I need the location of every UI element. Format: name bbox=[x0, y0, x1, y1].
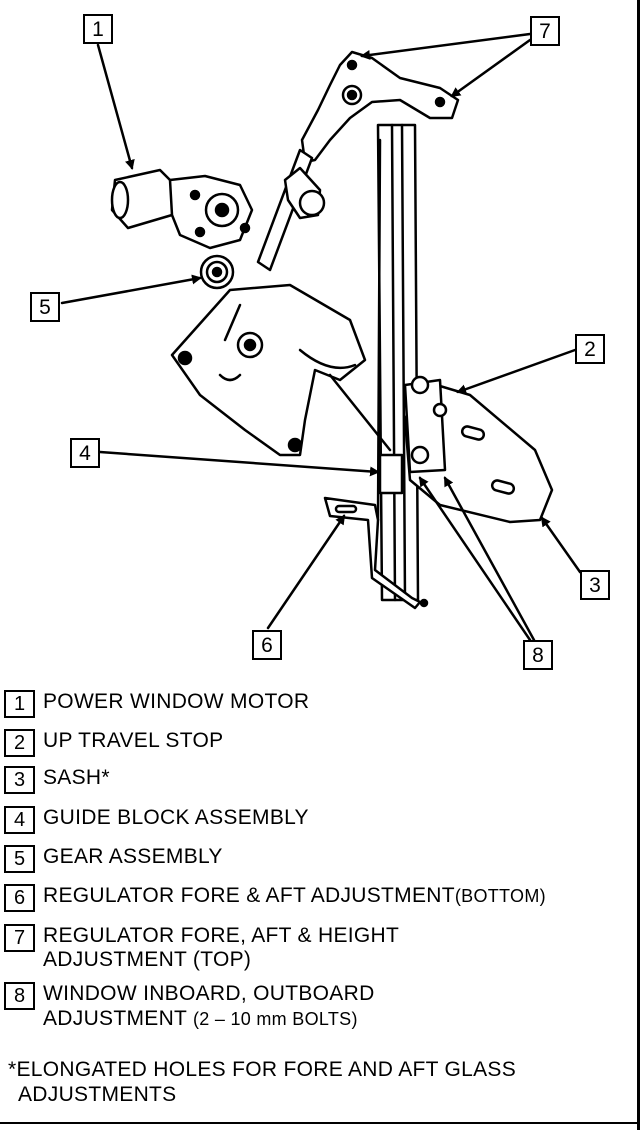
legend-label: SASH* bbox=[43, 766, 110, 789]
legend-label: UP TRAVEL STOP bbox=[43, 729, 224, 752]
legend-label-line2: ADJUSTMENT (2 – 10 mm BOLTS) bbox=[43, 1007, 358, 1031]
bottom-border bbox=[0, 1122, 640, 1124]
window-regulator-illustration bbox=[60, 32, 582, 642]
legend-label-main: ADJUSTMENT bbox=[43, 1007, 187, 1030]
callout-4: 4 bbox=[70, 438, 100, 468]
footnote: *ELONGATED HOLES FOR FORE AND AFT GLASS … bbox=[8, 1057, 516, 1107]
power-window-motor bbox=[110, 168, 254, 250]
legend-key: 4 bbox=[4, 806, 35, 834]
lift-arm bbox=[256, 148, 326, 272]
legend-label: REGULATOR FORE & AFT ADJUSTMENT(BOTTOM) bbox=[43, 884, 546, 908]
sash bbox=[403, 375, 554, 524]
legend-key: 2 bbox=[4, 729, 35, 757]
legend-key: 1 bbox=[4, 690, 35, 718]
legend-label-main: REGULATOR FORE & AFT ADJUSTMENT bbox=[43, 884, 455, 907]
legend-label-suffix: (BOTTOM) bbox=[454, 886, 546, 906]
guide-block bbox=[378, 453, 404, 495]
legend-label: WINDOW INBOARD, OUTBOARD bbox=[43, 982, 375, 1005]
legend-key: 5 bbox=[4, 845, 35, 873]
legend-key: 8 bbox=[4, 982, 35, 1010]
callout-8: 8 bbox=[523, 640, 553, 670]
legend-label: REGULATOR FORE, AFT & HEIGHT bbox=[43, 924, 400, 947]
guide-rail bbox=[376, 123, 420, 602]
callout-5: 5 bbox=[30, 292, 60, 322]
regulator-plate bbox=[170, 283, 367, 457]
right-border bbox=[637, 0, 640, 1130]
footnote-line-2: ADJUSTMENTS bbox=[18, 1083, 177, 1106]
legend-label-suffix: (2 – 10 mm BOLTS) bbox=[192, 1009, 358, 1029]
footnote-line-1: *ELONGATED HOLES FOR FORE AND AFT GLASS bbox=[8, 1058, 517, 1081]
legend-label: POWER WINDOW MOTOR bbox=[43, 690, 310, 713]
legend-label-line2: ADJUSTMENT (TOP) bbox=[43, 948, 252, 971]
legend-label: GUIDE BLOCK ASSEMBLY bbox=[43, 806, 309, 829]
legend-key: 7 bbox=[4, 924, 35, 952]
upper-bracket bbox=[300, 50, 460, 164]
lower-bracket bbox=[323, 496, 429, 610]
callout-1: 1 bbox=[83, 14, 113, 44]
leader-lines bbox=[60, 32, 582, 642]
callout-2: 2 bbox=[575, 334, 605, 364]
legend-label: GEAR ASSEMBLY bbox=[43, 845, 223, 868]
callout-7: 7 bbox=[530, 16, 560, 46]
legend-key: 3 bbox=[4, 766, 35, 794]
callout-6: 6 bbox=[252, 630, 282, 660]
callout-3: 3 bbox=[580, 570, 610, 600]
cross-arm bbox=[328, 373, 392, 452]
legend-key: 6 bbox=[4, 884, 35, 912]
gear-assembly bbox=[199, 254, 235, 290]
